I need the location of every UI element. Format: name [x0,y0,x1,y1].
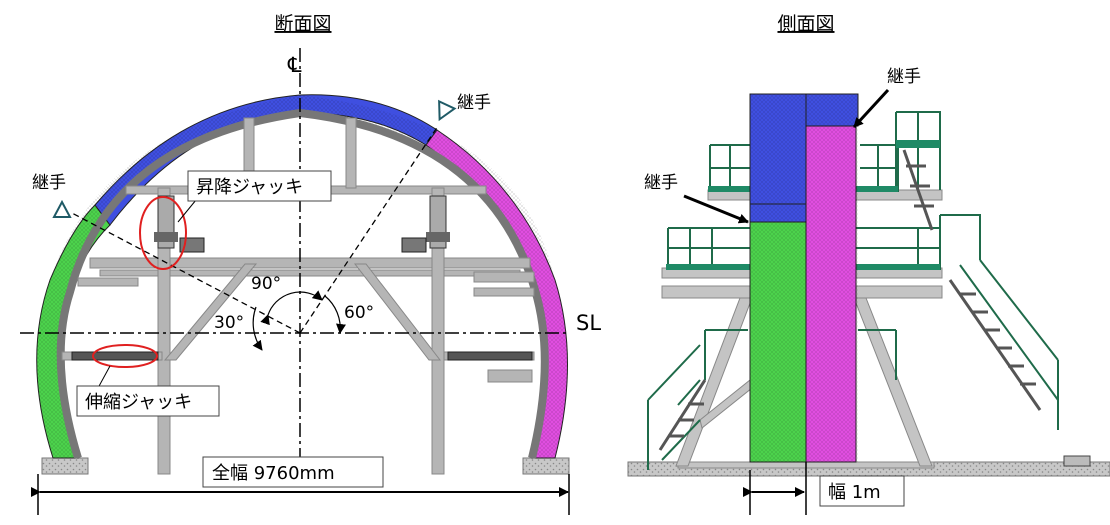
angle-ray-60 [299,125,439,334]
telescopic-jack-left [71,351,159,361]
lift-jack-left [154,195,178,249]
railings [647,111,1059,470]
lift-jack-right [426,195,450,249]
telescopic-jack-callout [92,344,158,368]
leg-left [675,297,753,467]
joint-marker-right [438,99,457,122]
joint-marker-left [52,199,72,218]
lift-jack-text: 昇降ジャッキ [196,177,303,198]
lift-jack-callout [139,196,187,270]
deck-right-mid [856,264,940,270]
frame-diagonal-left [163,263,258,361]
width-box [202,456,384,488]
ground-block-right [522,457,570,475]
arc-90 [260,290,323,326]
joint-label-top: 継手 [887,67,921,87]
side-width-text: 幅 1m [828,482,881,503]
side-ground-block [1063,455,1091,467]
telescopic-jack-box [76,385,220,417]
lift-jack-box [187,170,332,202]
width-text: 全幅 9760mm [212,463,335,484]
centerline-symbol: ℄ [287,53,302,77]
stairs-left [658,379,707,451]
deck-top-right [896,140,940,148]
telescopic-jack-leader [97,365,111,389]
angle-30-label: 30° [214,313,244,333]
deck-right-upper [856,186,898,192]
inner-steel-ring [56,108,549,460]
leg-right [853,297,933,467]
segment-mesh [750,94,858,462]
cross-section-view: 断面図 [20,13,601,515]
telescopic-jack-text: 伸縮ジャッキ [85,392,192,413]
joint-arrow-mid [683,194,749,224]
joint-label-left: 継手 [32,173,66,193]
joint-arrow-top [852,88,890,129]
side-width-box [819,475,905,507]
joint-label-right: 継手 [457,93,491,113]
side-view-title: 側面図 [777,13,834,35]
ground-block-left [41,457,89,475]
deck-left-mid [666,264,750,270]
lift-jack-leader [177,199,197,223]
side-view: 側面図 [627,13,1110,515]
cross-section-title: 断面図 [274,13,331,35]
angle-90-label: 90° [251,274,281,294]
angle-60-label: 60° [344,303,374,323]
telescopic-jack-right [447,351,533,361]
joint-label-mid: 継手 [644,173,678,193]
stairs-right [948,279,1042,411]
sl-label: SL [576,311,601,335]
frame-diagonal-right [353,263,442,361]
deck-left-upper [708,186,750,192]
arc-60 [324,295,346,334]
arc-30 [252,306,263,351]
motor-right [401,237,427,253]
stairs-upper [902,149,934,231]
